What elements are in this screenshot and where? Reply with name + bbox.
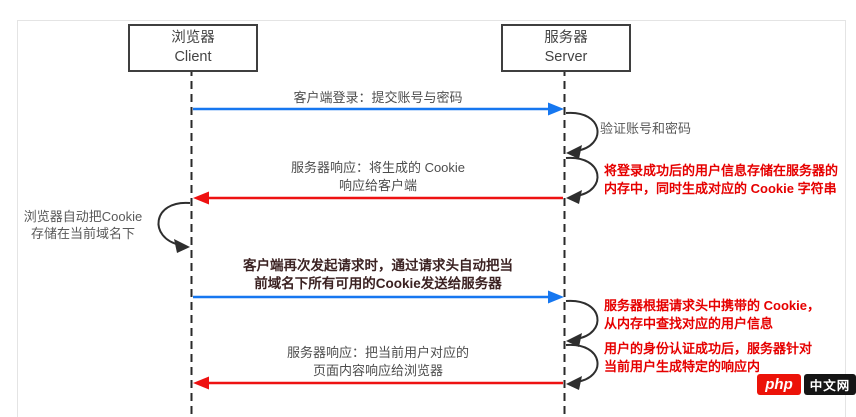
arrow-cookie-request-head-icon bbox=[548, 290, 564, 304]
diagram-border-frame bbox=[17, 20, 846, 417]
server-self-loop-lookup bbox=[565, 299, 599, 340]
arrow-login-request-head-icon bbox=[548, 102, 564, 116]
message-login-label: 客户端登录：提交账号与密码 bbox=[293, 90, 463, 105]
client-self-loop-store-cookie-head-icon bbox=[174, 239, 190, 253]
php-cn-suffix-label: 中文网 bbox=[804, 374, 856, 395]
client-self-loop-store-cookie bbox=[157, 201, 191, 246]
actor-server-subtitle: Server bbox=[544, 49, 588, 65]
arrow-page-response-head-icon bbox=[193, 376, 209, 390]
server-self-loop-generate bbox=[565, 343, 599, 383]
server-self-loop-store bbox=[565, 156, 599, 197]
server-self-loop-verify bbox=[565, 111, 599, 152]
arrow-cookie-response-head-icon bbox=[193, 191, 209, 205]
server-self-loop-store-head-icon bbox=[566, 190, 582, 204]
note-browser-stores-cookie: 浏览器自动把Cookie 存储在当前域名下 bbox=[23, 209, 143, 241]
message-cookie-request-label: 客户端再次发起请求时，通过请求头自动把当 前域名下所有可用的Cookie发送给服… bbox=[243, 258, 513, 291]
note-generate-response: 用户的身份认证成功后，服务器针对 当前用户生成特定的响应内 bbox=[604, 341, 813, 374]
actor-client-box: 浏览器 Client bbox=[128, 24, 258, 72]
note-lookup-user-info: 服务器根据请求头中携带的 Cookie， 从内存中查找对应的用户信息 bbox=[604, 298, 820, 331]
message-cookie-response-label: 服务器响应：将生成的 Cookie 响应给客户端 bbox=[290, 160, 466, 193]
server-self-loop-generate-head-icon bbox=[566, 376, 582, 390]
server-self-loop-lookup-head-icon bbox=[566, 333, 582, 347]
actor-server-box: 服务器 Server bbox=[501, 24, 631, 72]
note-store-user-info: 将登录成功后的用户信息存储在服务器的 内存中，同时生成对应的 Cookie 字符… bbox=[604, 163, 839, 196]
actor-client-subtitle: Client bbox=[174, 49, 212, 65]
message-page-response-label: 服务器响应：把当前用户对应的 页面内容响应给浏览器 bbox=[286, 345, 469, 378]
php-cn-watermark-logo: php 中文网 bbox=[757, 374, 856, 395]
actor-client-name: 浏览器 bbox=[171, 30, 215, 46]
actor-server-name: 服务器 bbox=[544, 30, 588, 46]
note-verify-credentials: 验证账号和密码 bbox=[600, 121, 692, 136]
php-logo-icon: php bbox=[757, 374, 801, 395]
server-self-loop-verify-head-icon bbox=[566, 145, 582, 159]
